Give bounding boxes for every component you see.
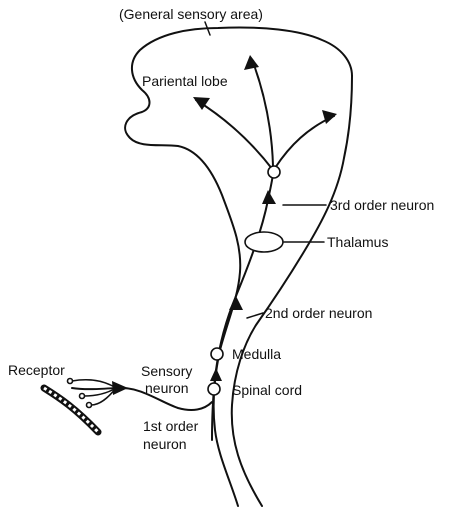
medulla-node	[211, 348, 223, 360]
label-sensory-neuron-line2: neuron	[145, 380, 189, 396]
receptor-branch-1	[72, 380, 116, 388]
label-sensory-neuron-line1: Sensory	[141, 363, 192, 379]
first-order-fiber	[72, 388, 212, 410]
brain-outline-right	[232, 76, 352, 506]
label-receptor: Receptor	[8, 362, 65, 378]
label-first-order-line1: 1st order	[143, 418, 199, 434]
receptor-ending-3	[87, 403, 92, 408]
arrowhead-center	[244, 55, 259, 70]
label-general-sensory-area: (General sensory area)	[119, 6, 263, 22]
brain-outline-left	[125, 28, 352, 507]
label-thalamus: Thalamus	[327, 234, 388, 250]
label-second-order-neuron: 2nd order neuron	[265, 305, 372, 321]
label-spinal-cord: Spinal cord	[232, 382, 302, 398]
ascending-tract	[212, 174, 273, 440]
arrowhead-second-order	[229, 296, 243, 310]
arrowhead-sensory-neuron	[210, 368, 222, 381]
receptor-structure	[44, 388, 98, 432]
label-first-order-line2: neuron	[143, 436, 187, 452]
spinal-cord-node	[208, 383, 220, 395]
fiber-left	[196, 100, 273, 170]
label-parietal-lobe: Pariental lobe	[142, 73, 228, 89]
cortex-synapse-node	[268, 166, 280, 178]
thalamus-ellipse	[245, 232, 283, 252]
arrowhead-third-order	[262, 190, 276, 204]
fiber-right	[275, 116, 334, 168]
receptor-ending-2	[80, 394, 85, 399]
label-third-order-neuron: 3rd order neuron	[330, 197, 434, 213]
label-medulla: Medulla	[232, 346, 281, 362]
receptor-ending-1	[68, 379, 73, 384]
